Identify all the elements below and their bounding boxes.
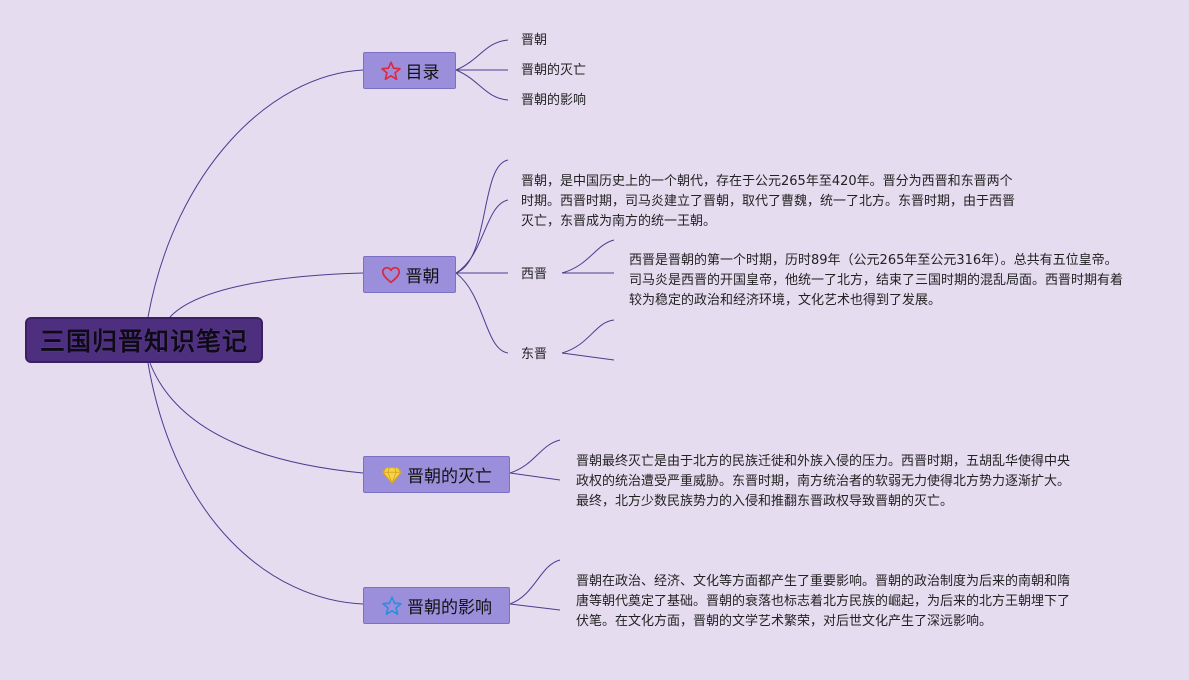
heart-outline-icon bbox=[380, 264, 402, 286]
fall-detail: 晋朝最终灭亡是由于北方的民族迁徙和外族入侵的压力。西晋时期，五胡乱华使得中央政权… bbox=[576, 454, 1071, 509]
toc-item-1[interactable]: 晋朝 bbox=[521, 33, 548, 48]
connector-root-fall bbox=[149, 362, 364, 474]
branch-label: 晋朝的影响 bbox=[407, 598, 492, 618]
connector-fall-detail-2 bbox=[509, 472, 561, 481]
jin-east-label[interactable]: 东晋 bbox=[521, 347, 548, 362]
connector-root-jin bbox=[169, 272, 364, 318]
jin-west-label[interactable]: 西晋 bbox=[521, 267, 548, 282]
branch-influence[interactable]: 晋朝的影响 bbox=[363, 587, 510, 624]
branch-fall[interactable]: 晋朝的灭亡 bbox=[363, 456, 510, 493]
branch-toc[interactable]: 目录 bbox=[363, 52, 456, 89]
connector-root-influence bbox=[147, 362, 364, 605]
connector-east-detail bbox=[561, 319, 615, 354]
connector-influence-detail-2 bbox=[509, 603, 561, 611]
toc-item-2[interactable]: 晋朝的灭亡 bbox=[521, 63, 587, 78]
connector-jin-intro bbox=[455, 159, 509, 274]
connector-fall-detail bbox=[509, 439, 561, 474]
connector-influence-detail bbox=[509, 559, 561, 605]
connector-jin-intro-2 bbox=[455, 199, 509, 274]
connector-toc-1 bbox=[455, 39, 509, 71]
root-title: 三国归晋知识笔记 bbox=[39, 327, 248, 356]
star-outline-icon bbox=[381, 595, 403, 617]
branch-jin[interactable]: 晋朝 bbox=[363, 256, 456, 293]
branch-label: 晋朝的灭亡 bbox=[407, 467, 492, 487]
connector-toc-3 bbox=[455, 69, 509, 101]
branch-label: 晋朝 bbox=[405, 267, 440, 287]
influence-detail: 晋朝在政治、经济、文化等方面都产生了重要影响。晋朝的政治制度为后来的南朝和隋唐等… bbox=[576, 574, 1071, 629]
connector-root-toc bbox=[147, 69, 364, 318]
root-node[interactable]: 三国归晋知识笔记 bbox=[25, 317, 263, 363]
jin-west-detail: 西晋是晋朝的第一个时期，历时89年（公元265年至公元316年）。总共有五位皇帝… bbox=[629, 253, 1124, 308]
jin-intro-text: 晋朝，是中国历史上的一个朝代，存在于公元265年至420年。晋分为西晋和东晋两个… bbox=[521, 174, 1016, 229]
connector-east-detail-2 bbox=[561, 352, 615, 361]
connector-west-detail bbox=[561, 239, 615, 274]
star-outline-icon bbox=[380, 60, 402, 82]
connector-jin-east bbox=[455, 272, 509, 354]
toc-item-3[interactable]: 晋朝的影响 bbox=[521, 93, 587, 108]
diamond-icon bbox=[381, 464, 403, 486]
branch-label: 目录 bbox=[405, 63, 440, 83]
